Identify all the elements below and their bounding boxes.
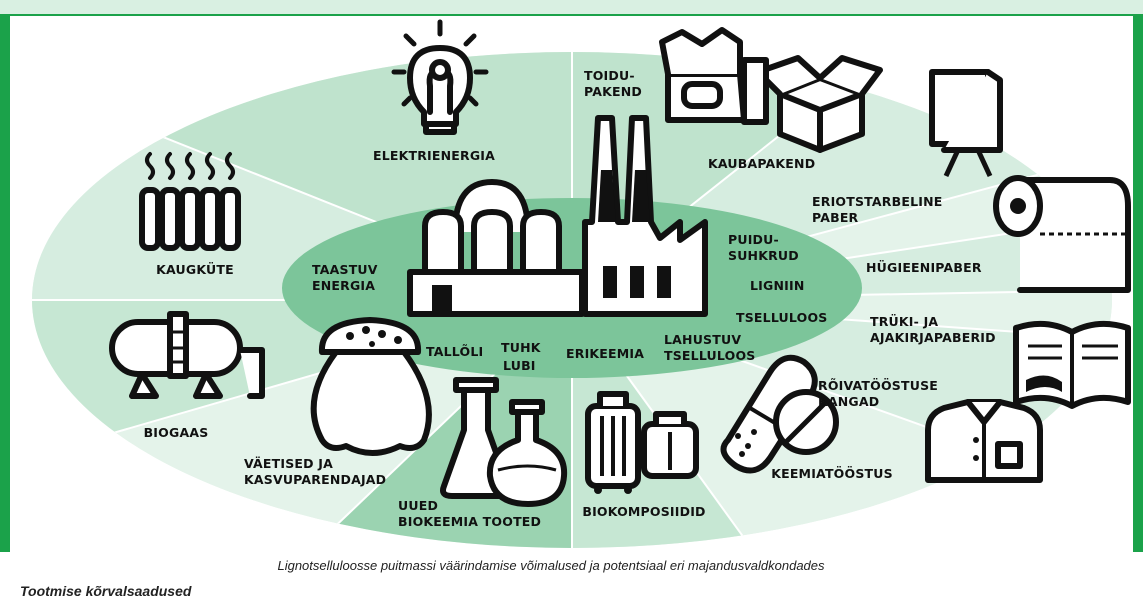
label-biokeemia-1: UUED	[398, 498, 438, 513]
label-kaugkute: KAUGKÜTE	[156, 262, 234, 277]
luggage-icon	[585, 391, 699, 494]
label-toidupakend-2: PAKEND	[584, 84, 642, 99]
lightbulb-icon	[391, 19, 489, 135]
label-tallolli: TALLÕLI	[426, 344, 483, 359]
label-truki-2: AJAKIRJAPABERID	[870, 330, 996, 345]
label-roivad-1: RÕIVATÖÖSTUSE	[818, 378, 938, 393]
caption: Lignotselluloosse puitmassi väärindamise…	[277, 558, 825, 573]
label-hugieen: HÜGIEENIPABER	[866, 260, 982, 275]
flask-icon	[440, 377, 568, 507]
gas-tank-icon	[109, 311, 265, 399]
label-puidusuhkrud-2: SUHKRUD	[728, 248, 799, 263]
label-lahustuv-2: TSELLULOOS	[664, 348, 755, 363]
label-biokomposiidid: BIOKOMPOSIIDID	[582, 504, 705, 519]
toilet-paper-icon	[993, 175, 1131, 293]
label-lahustuv-1: LAHUSTUV	[664, 332, 741, 347]
food-bag-icon	[659, 27, 769, 125]
label-erikeemia: ERIKEEMIA	[566, 346, 644, 361]
pills-icon	[720, 354, 839, 474]
label-eriotstarbeline-1: ERIOTSTARBELINE	[812, 194, 943, 209]
label-biokeemia-2: BIOKEEMIA TOOTED	[398, 514, 541, 529]
caption-area	[0, 552, 1143, 599]
radiator-icon	[139, 152, 241, 251]
book-icon	[1013, 320, 1131, 409]
label-roivad-2: KANGAD	[818, 394, 879, 409]
top-line	[0, 14, 1143, 16]
right-border	[1133, 0, 1143, 552]
label-lubi: LUBI	[503, 358, 536, 373]
label-taastuv-1: TAASTUV	[312, 262, 378, 277]
label-tuhk: TUHK	[501, 340, 542, 355]
label-biogaas: BIOGAAS	[144, 425, 209, 440]
label-truki-1: TRÜKI- JA	[870, 314, 938, 329]
label-kaubapakend: KAUBAPAKEND	[708, 156, 815, 171]
sack-icon	[310, 317, 432, 456]
label-elektrienergia: ELEKTRIENERGIA	[373, 148, 495, 163]
label-eriotstarbeline-2: PABER	[812, 210, 859, 225]
shirt-icon	[925, 399, 1043, 483]
top-band	[0, 0, 1143, 14]
subheading: Tootmise kõrvalsaadused	[20, 583, 192, 599]
label-vaetised-2: KASVUPARENDAJAD	[244, 472, 386, 487]
label-tselluloos: TSELLULOOS	[736, 310, 827, 325]
label-taastuv-2: ENERGIA	[312, 278, 375, 293]
left-border	[0, 0, 10, 552]
label-toidupakend-1: TOIDU-	[584, 68, 635, 83]
label-keemiatoostus: KEEMIATÖÖSTUS	[771, 466, 893, 481]
label-ligniin: LIGNIIN	[750, 278, 805, 293]
factory-icon	[407, 115, 708, 317]
label-vaetised-1: VÄETISED JA	[244, 456, 333, 471]
label-puidusuhkrud-1: PUIDU-	[728, 232, 779, 247]
flipchart-icon	[929, 69, 1003, 178]
